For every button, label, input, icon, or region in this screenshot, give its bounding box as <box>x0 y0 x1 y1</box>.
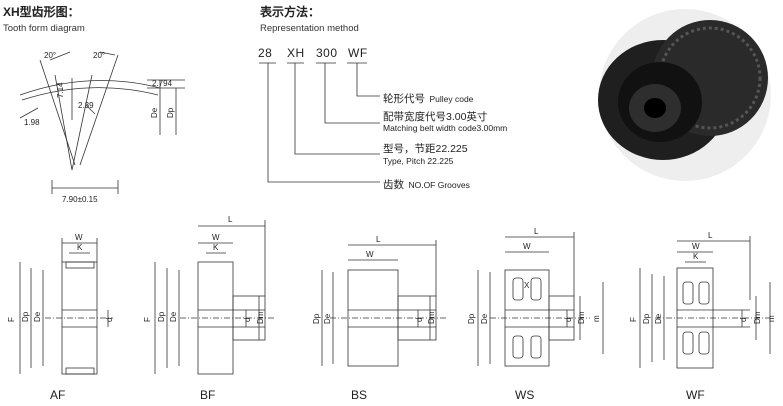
rep-item-pulley-code: 轮形代号 Pulley code <box>383 90 473 106</box>
ws-label-l: L <box>534 227 539 236</box>
representation-subtitle: Representation method <box>260 23 359 34</box>
bf-label-k: K <box>213 243 219 252</box>
ws-label-dm: Dm <box>577 311 586 324</box>
code-width: 300 <box>316 46 338 60</box>
wf-label-dp: Dp <box>642 313 651 324</box>
rep-item-en: NO.OF Grooves <box>408 180 470 190</box>
af-label-d: d <box>105 318 114 322</box>
ws-label-dp: Dp <box>467 313 476 324</box>
af-label-k: K <box>77 243 83 252</box>
pulley-wf-drawing <box>639 236 771 369</box>
tooth-form-diagram <box>19 51 185 194</box>
wf-label-f: F <box>629 317 638 322</box>
bf-label-w: W <box>212 233 220 242</box>
tooth-form-title: XH型齿形图： <box>3 5 80 19</box>
af-label-f: F <box>7 317 16 322</box>
af-label-de: De <box>33 311 42 322</box>
bs-label-w: W <box>366 250 374 259</box>
pulley-bf-drawing <box>154 220 275 375</box>
dim-198: 1.98 <box>24 118 40 127</box>
caption-bf: BF <box>200 388 216 402</box>
code-grooves: 28 <box>258 46 273 60</box>
representation-leaders <box>259 62 380 183</box>
wf-label-w: W <box>692 242 700 251</box>
wf-label-m: m <box>767 315 776 322</box>
af-label-dp: Dp <box>21 311 30 322</box>
dim-2794: 2.794 <box>152 79 173 88</box>
bf-label-dm: Dm <box>256 311 265 324</box>
caption-af: AF <box>50 388 66 402</box>
rep-item-en: Pulley code <box>429 94 474 104</box>
ws-label-w: W <box>523 242 531 251</box>
bf-label-f: F <box>143 317 152 322</box>
rep-item-cn: 齿数 <box>383 179 404 191</box>
caption-ws: WS <box>515 388 535 402</box>
wf-label-d: d <box>739 318 748 322</box>
pulley-photo <box>598 9 771 181</box>
dim-de: De <box>150 107 159 118</box>
dim-angle-right: 20° <box>93 51 105 60</box>
bf-label-l: L <box>228 215 233 224</box>
caption-bs: BS <box>351 388 368 402</box>
tooth-form-subtitle: Tooth form diagram <box>3 23 85 34</box>
af-label-w: W <box>75 233 83 242</box>
rep-item-type-cn: 型号，节距22.225 <box>383 143 468 155</box>
wf-label-de: De <box>654 313 663 324</box>
code-type: XH <box>287 46 305 60</box>
caption-wf: WF <box>686 388 705 402</box>
dim-dp: Dp <box>166 107 175 118</box>
bs-label-dm: Dm <box>427 311 436 324</box>
bs-label-de: De <box>323 313 332 324</box>
representation-title: 表示方法： <box>260 5 321 19</box>
bf-label-dp: Dp <box>157 311 166 322</box>
bf-label-d: d <box>243 318 252 322</box>
bs-label-dp: Dp <box>312 313 321 324</box>
rep-item-cn: 轮形代号 <box>383 93 425 105</box>
dim-790: 7.90±0.15 <box>62 195 98 204</box>
bs-label-d: d <box>415 318 424 322</box>
bf-label-de: De <box>169 311 178 322</box>
rep-item-type-en: Type, Pitch 22.225 <box>383 156 454 166</box>
pulley-bs-drawing <box>321 240 446 367</box>
rep-item-width-en: Matching belt width code3.00mm <box>383 123 508 133</box>
ws-label-x: X <box>524 281 530 290</box>
ws-label-m: m <box>592 315 601 322</box>
ws-label-d: d <box>564 318 573 322</box>
wf-label-k: K <box>693 252 699 261</box>
dim-239: 2.39 <box>78 101 94 110</box>
wf-label-l: L <box>708 231 713 240</box>
pulley-ws-drawing <box>477 232 604 367</box>
dim-714: 7.14 <box>56 82 65 98</box>
ws-label-de: De <box>480 313 489 324</box>
rep-item-width-cn: 配带宽度代号3.00英寸 <box>383 111 488 123</box>
code-pulley: WF <box>348 46 368 60</box>
bs-label-l: L <box>376 235 381 244</box>
dim-angle-left: 20° <box>44 51 56 60</box>
rep-item-grooves: 齿数 NO.OF Grooves <box>383 176 470 192</box>
pulley-af-drawing <box>19 238 113 375</box>
wf-label-dm: Dm <box>753 311 762 324</box>
